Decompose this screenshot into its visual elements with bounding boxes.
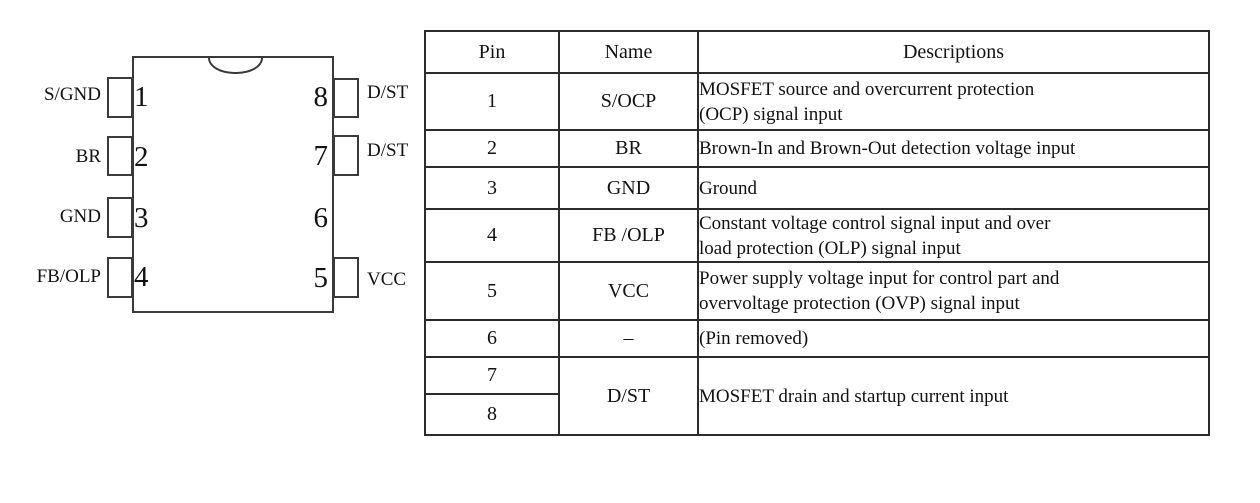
table-row: 5 VCC Power supply voltage input for con…: [424, 261, 1210, 321]
pin-cell: 7: [424, 356, 560, 395]
description-cell: Power supply voltage input for control p…: [699, 268, 1060, 314]
name-cell: BR: [558, 129, 699, 168]
pin-2-lead: [107, 136, 133, 176]
pin-5-number: 5: [313, 262, 329, 294]
name-cell: GND: [558, 166, 699, 210]
chip-package-body: [132, 56, 334, 313]
name-cell: –: [558, 319, 699, 358]
pin-cell: 2: [424, 129, 560, 168]
pin-3-label: GND: [59, 206, 101, 227]
pin-4-label: FB/OLP: [36, 266, 101, 287]
name-cell: S/OCP: [558, 72, 699, 131]
table-row: 3 GND Ground: [424, 166, 1210, 210]
pin-3-number: 3: [134, 202, 149, 234]
table-row: 2 BR Brown-In and Brown-Out detection vo…: [424, 129, 1210, 168]
header-descriptions: Descriptions: [697, 30, 1210, 74]
description-cell: (Pin removed): [699, 328, 809, 349]
pin-6-number: 6: [313, 202, 329, 234]
pin-7-number: 7: [313, 140, 329, 172]
description-cell-merged: MOSFET drain and startup current input: [699, 385, 1009, 407]
pin-4-number: 4: [134, 261, 149, 293]
table-header-row: Pin Name Descriptions: [424, 30, 1210, 74]
pin-4-lead: [107, 257, 133, 298]
table-row: 7 D/ST MOSFET drain and startup current …: [424, 356, 1210, 436]
pin-5-label: VCC: [367, 269, 407, 290]
table-row: 6 – (Pin removed): [424, 319, 1210, 358]
header-pin: Pin: [424, 30, 560, 74]
name-cell: VCC: [558, 261, 699, 321]
pin-cell: 8: [424, 393, 560, 436]
pin-cell: 1: [424, 72, 560, 131]
pin-8-lead: [333, 78, 359, 118]
pin-8-number: 8: [313, 81, 329, 113]
pin-5-lead: [333, 257, 359, 298]
pin-1-number: 1: [134, 81, 149, 113]
name-cell-merged: D/ST: [558, 356, 699, 436]
table-row: 8: [424, 393, 1209, 436]
pin-8-label: D/ST: [367, 82, 409, 103]
header-name: Name: [558, 30, 699, 74]
name-cell: FB /OLP: [558, 208, 699, 263]
pin-3-lead: [107, 197, 133, 238]
pin-7-lead: [333, 135, 359, 176]
description-cell: Ground: [699, 177, 758, 199]
pin-7-label: D/ST: [367, 140, 409, 161]
pin-1-label: S/GND: [43, 84, 101, 105]
table-row: 1 S/OCP MOSFET source and overcurrent pr…: [424, 72, 1210, 131]
pin-cell: 6: [424, 319, 560, 358]
table-row: 4 FB /OLP Constant voltage control signa…: [424, 208, 1210, 263]
description-cell: Brown-In and Brown-Out detection voltage…: [699, 138, 1076, 159]
description-cell: MOSFET source and overcurrent protection…: [699, 78, 1035, 125]
pin-2-label: BR: [75, 146, 101, 167]
pin-cell: 5: [424, 261, 560, 321]
pin-function-table: Pin Name Descriptions 1 S/OCP MOSFET sou…: [424, 30, 1210, 436]
description-cell: Constant voltage control signal input an…: [699, 212, 1051, 259]
pin-2-number: 2: [134, 141, 149, 173]
pin-1-lead: [107, 77, 133, 118]
pin-cell: 3: [424, 166, 560, 210]
pin-cell: 4: [424, 208, 560, 263]
